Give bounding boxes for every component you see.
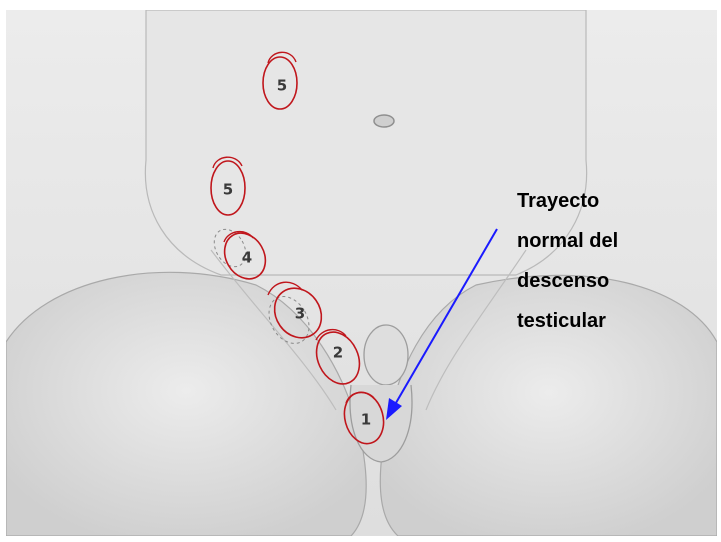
marker-label: 2	[333, 344, 343, 362]
annotation-line-3: descenso	[517, 261, 707, 301]
navel	[374, 115, 394, 127]
annotation-line-4: testicular	[517, 301, 707, 341]
annotation-line-2: normal del	[517, 221, 707, 261]
marker-label: 3	[295, 305, 305, 323]
penis-shape	[364, 325, 408, 385]
marker-label: 1	[361, 411, 371, 429]
marker-label: 5	[277, 77, 287, 95]
marker-label: 4	[242, 249, 252, 267]
marker-label: 5	[223, 181, 233, 199]
annotation-line-1: Trayecto	[517, 181, 707, 221]
annotation-text: Trayecto normal del descenso testicular	[517, 181, 707, 341]
